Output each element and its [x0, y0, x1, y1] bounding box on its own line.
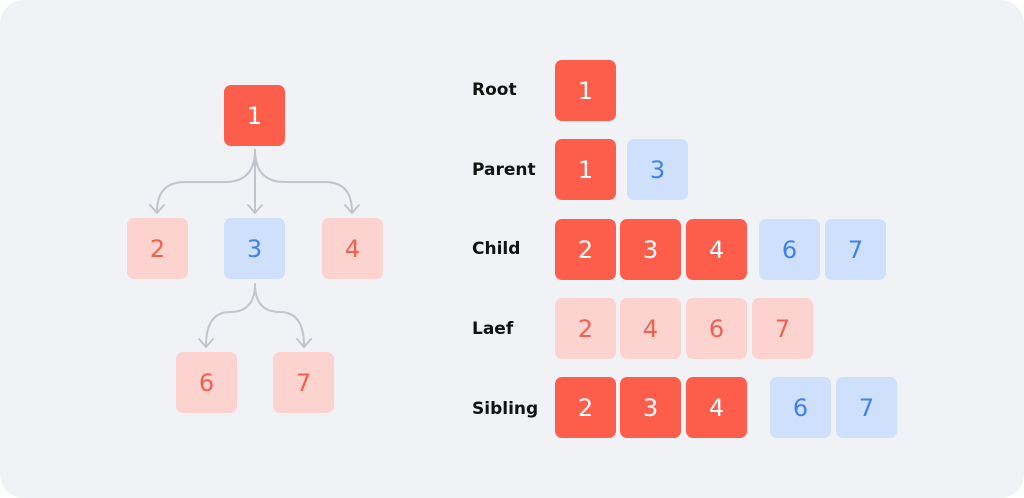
child-row-cell: 2 — [555, 219, 616, 280]
row-label-root: Root — [472, 80, 517, 100]
tree-node-3: 3 — [224, 218, 285, 279]
sibling-row-cell: 3 — [620, 377, 681, 438]
child-row-cell: 3 — [620, 219, 681, 280]
child-row-cell: 7 — [825, 219, 886, 280]
leaf-row-cell: 4 — [620, 298, 681, 359]
leaf-row-cell: 2 — [555, 298, 616, 359]
parent-row-cell: 1 — [555, 139, 616, 200]
row-label-parent: Parent — [472, 160, 536, 180]
arrow-7-head — [296, 338, 312, 348]
row-label-child: Child — [472, 239, 521, 259]
sibling-row-cell: 6 — [770, 377, 831, 438]
row-label-sibling: Sibling — [472, 399, 539, 419]
arrow-6-head — [198, 338, 214, 348]
leaf-row-cell: 6 — [686, 298, 747, 359]
leaf-row-cell: 7 — [752, 298, 813, 359]
child-row-cell: 6 — [759, 219, 820, 280]
arrow-3-head — [247, 204, 263, 214]
sibling-row-cell: 2 — [555, 377, 616, 438]
arrow-root-to-4 — [254, 149, 353, 213]
tree-node-root: 1 — [224, 85, 285, 146]
tree-node-6: 6 — [176, 352, 237, 413]
sibling-row-cell: 4 — [686, 377, 747, 438]
tree-node-4: 4 — [322, 218, 383, 279]
tree-node-7: 7 — [273, 352, 334, 413]
parent-row-cell: 3 — [627, 139, 688, 200]
arrow-2-head — [149, 204, 165, 214]
row-label-leaf: Laef — [472, 319, 514, 339]
child-row-cell: 4 — [686, 219, 747, 280]
tree-node-2: 2 — [127, 218, 188, 279]
arrow-4-head — [344, 204, 360, 214]
arrow-3-to-7 — [254, 283, 305, 347]
sibling-row-cell: 7 — [836, 377, 897, 438]
root-row-cell: 1 — [555, 60, 616, 121]
arrow-3-to-6 — [205, 283, 256, 347]
arrow-root-to-2 — [156, 149, 256, 213]
